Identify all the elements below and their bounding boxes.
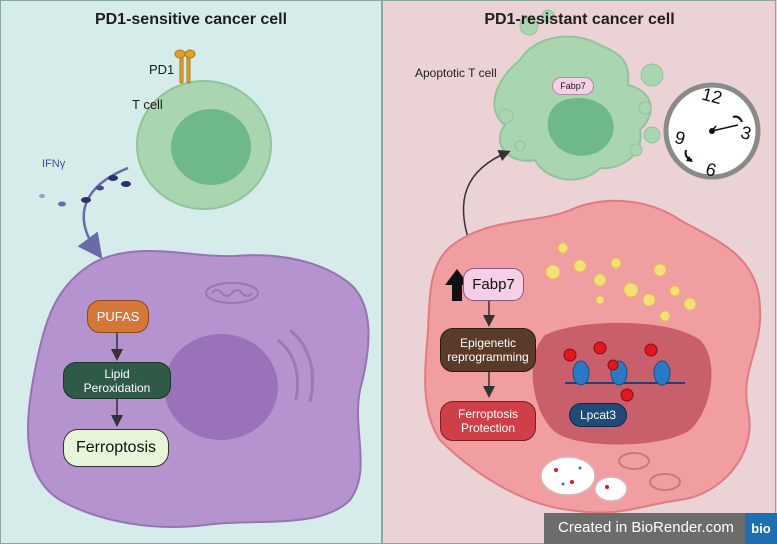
t-cell-label: T cell	[132, 97, 163, 112]
lpcat3-badge: Lpcat3	[569, 403, 627, 427]
lipid-droplet-icon	[545, 242, 697, 322]
clock-numeral: 9	[673, 127, 688, 149]
pd1-receptor-icon	[174, 49, 196, 84]
right-panel-title: PD1-resistant cancer cell	[484, 11, 675, 28]
clock-numeral: 6	[704, 159, 719, 181]
clock-icon: 12 3 6 9	[663, 82, 761, 181]
fabp7-box: Fabp7	[463, 268, 524, 301]
pd1-label: PD1	[149, 62, 175, 77]
t-cell	[136, 80, 272, 210]
apoptotic-t-cell-label: Apoptotic T cell	[415, 66, 497, 80]
nucleus	[164, 334, 278, 440]
methyl-mark-icon	[563, 341, 658, 402]
mitochondria-icon	[618, 452, 681, 491]
mitochondria-icon	[205, 282, 259, 304]
ferroptosis-box: Ferroptosis	[63, 429, 169, 467]
fabp7-small-badge: Fabp7	[552, 77, 594, 95]
clock-numeral: 3	[739, 122, 754, 144]
lipid-peroxidation-box: Lipid Peroxidation	[63, 362, 171, 399]
pufas-box: PUFAS	[87, 300, 149, 333]
apoptotic-t-cell	[493, 9, 664, 181]
left-panel-title: PD1-sensitive cancer cell	[94, 11, 288, 28]
biorender-logo-icon: bio	[745, 513, 777, 544]
ifn-label: IFNγ	[42, 158, 66, 170]
watermark-text: Created in BioRender.com	[558, 519, 734, 536]
killing-arrow	[462, 149, 511, 245]
ifn-molecule-icon	[39, 175, 131, 207]
epigenetic-reprogramming-box: Epigenetic reprogramming	[440, 328, 536, 372]
vesicle-icon	[540, 456, 628, 502]
ferroptosis-protection-box: Ferroptosis Protection	[440, 401, 536, 441]
biorender-watermark: Created in BioRender.com bio	[544, 513, 777, 544]
er-membrane-icon	[277, 328, 314, 403]
